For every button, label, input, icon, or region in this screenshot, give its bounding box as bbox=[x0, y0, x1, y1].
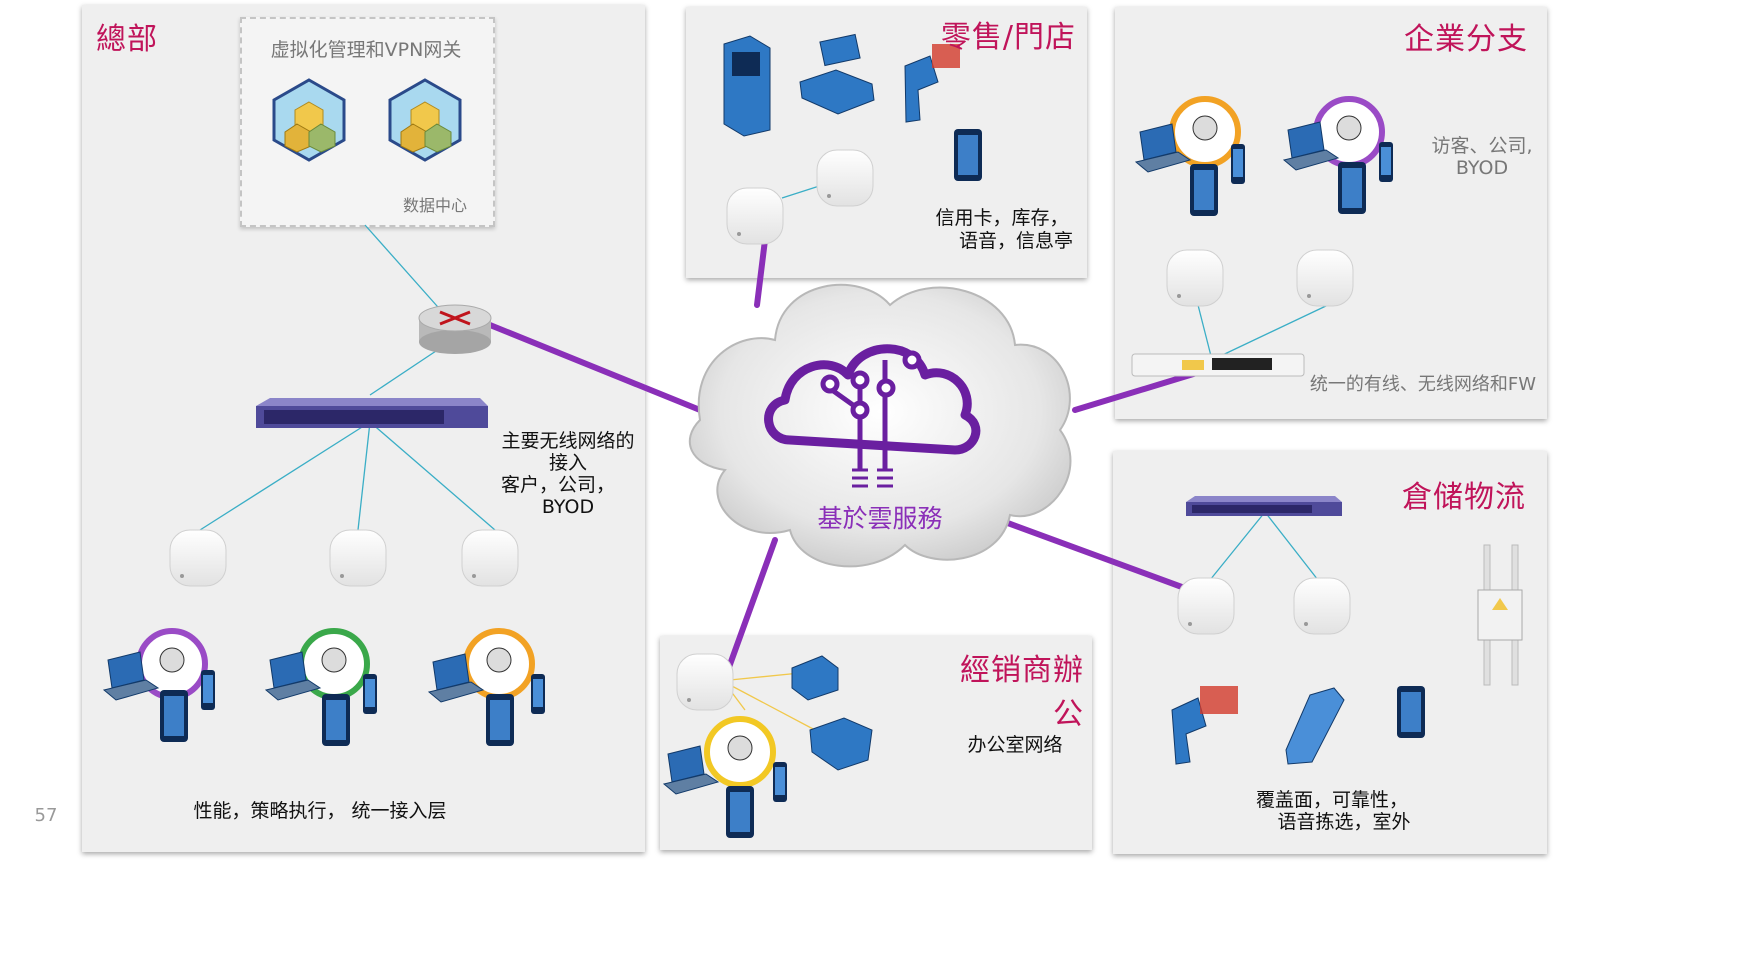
retail-title: 零售/門店 bbox=[940, 20, 1076, 55]
cloud-label: 基於雲服務 bbox=[817, 504, 943, 533]
switch-icon bbox=[256, 398, 488, 428]
branch-note-1: 访客、公司, bbox=[1431, 135, 1533, 157]
hq-wireless-text-3: 客户，公司， bbox=[500, 474, 615, 496]
wh-scanner-icon bbox=[1171, 686, 1238, 765]
handset-icon bbox=[1285, 687, 1345, 765]
dealer-label: 办公室网络 bbox=[967, 734, 1063, 756]
branch-title: 企業分支 bbox=[1404, 22, 1528, 57]
warehouse-switch-icon bbox=[1186, 496, 1342, 516]
hq-wireless-text-4: BYOD bbox=[541, 496, 595, 518]
branch-panel bbox=[1115, 7, 1547, 419]
barcode-scanner-icon bbox=[904, 44, 960, 123]
branch-wired-label: 统一的有线、无线网络和FW bbox=[1309, 374, 1537, 395]
branch-note-2: BYOD bbox=[1455, 157, 1509, 179]
warehouse-text-1: 覆盖面，可靠性， bbox=[1255, 789, 1408, 811]
desk-phone-icon bbox=[809, 717, 873, 771]
hq-wireless-text-2: 接入 bbox=[548, 452, 587, 474]
hq-title: 總部 bbox=[96, 22, 158, 57]
datacenter-title: 虚拟化管理和VPN网关 bbox=[270, 39, 462, 61]
cloud-shape bbox=[688, 283, 1072, 568]
hq-footer: 性能，策略执行， 统一接入层 bbox=[193, 800, 447, 822]
retail-text-1: 信用卡，库存， bbox=[935, 207, 1069, 229]
firewall-appliance-icon bbox=[1131, 353, 1305, 377]
atm-icon bbox=[723, 35, 771, 137]
printer-icon bbox=[791, 655, 839, 701]
dealer-title: 經销商辦公 bbox=[960, 653, 1084, 732]
hq-wireless-text-1: 主要无线网络的 bbox=[501, 430, 635, 452]
slide-number: 57 bbox=[34, 805, 58, 826]
outdoor-ap-icon bbox=[1477, 544, 1523, 686]
warehouse-panel bbox=[1113, 451, 1547, 854]
warehouse-text-2: 语音拣选，室外 bbox=[1277, 811, 1411, 833]
router-icon bbox=[418, 304, 492, 354]
retail-text-2: 语音，信息亭 bbox=[958, 230, 1073, 252]
datacenter-label: 数据中心 bbox=[402, 196, 467, 215]
warehouse-title: 倉储物流 bbox=[1402, 480, 1526, 515]
card-terminal-icon bbox=[799, 33, 875, 115]
